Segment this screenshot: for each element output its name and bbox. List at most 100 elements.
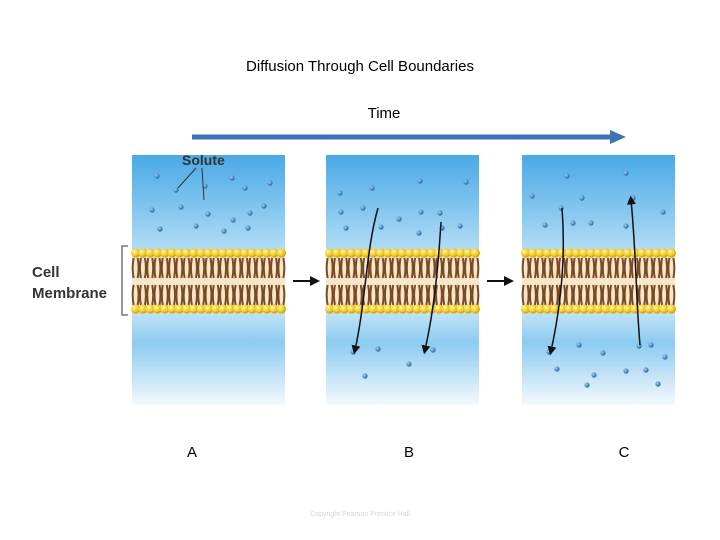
lipid-head <box>152 304 163 314</box>
lipid-tail <box>652 257 656 279</box>
lipid-tail <box>391 284 395 306</box>
lipid-tail <box>572 257 576 279</box>
lipid-tail <box>461 284 465 306</box>
lipid-head <box>218 304 228 314</box>
lipid-tail <box>131 284 135 306</box>
lipid-tail <box>138 257 142 279</box>
solute-particle <box>406 361 412 367</box>
lipid-tail <box>464 257 468 279</box>
lipid-head <box>572 248 582 258</box>
lipid-head <box>586 304 596 314</box>
lipid-head <box>412 248 422 258</box>
lipid-tail <box>381 257 385 279</box>
lipid-head <box>339 248 349 258</box>
lipid-head <box>623 248 633 258</box>
lipid-tail <box>282 257 286 279</box>
solute-label: Solute <box>182 152 225 168</box>
lipid-tail <box>650 257 654 279</box>
lipid-tail <box>187 284 191 306</box>
lipid-tail <box>410 284 414 306</box>
lipid-tail <box>599 257 603 279</box>
lipid-tail <box>587 284 591 306</box>
lipid-tail <box>599 284 603 306</box>
lipid-head <box>138 304 148 314</box>
solute-particle <box>660 209 666 215</box>
lipid-tail <box>442 257 446 279</box>
lipid-head <box>470 304 480 314</box>
solute-particle <box>245 225 251 231</box>
lipid-tail <box>439 284 443 306</box>
lipid-tail <box>447 284 451 306</box>
lipid-tail <box>665 284 669 306</box>
solute-particle <box>157 226 163 232</box>
lipid-tail <box>362 257 366 279</box>
lipid-tail <box>158 284 162 306</box>
lipid-head <box>138 248 148 258</box>
lipid-tail <box>153 284 157 306</box>
lipid-tail <box>528 284 532 306</box>
lipid-bilayer <box>522 256 675 306</box>
lipid-head <box>456 304 466 314</box>
lipid-tail <box>652 284 656 306</box>
lipid-head <box>579 248 589 258</box>
lipid-tail <box>660 284 664 306</box>
lipid-tail <box>168 257 172 279</box>
lipid-head <box>448 304 459 314</box>
lipid-tail <box>550 284 554 306</box>
lipid-tail <box>189 257 193 279</box>
lipid-head <box>521 248 531 258</box>
lipid-tail <box>138 284 142 306</box>
solute-particle <box>229 175 235 181</box>
lipid-tail <box>151 284 155 306</box>
lipid-tail <box>543 257 547 279</box>
lipid-head <box>189 248 199 258</box>
lipid-tail <box>381 284 385 306</box>
lipid-tail <box>374 284 378 306</box>
solute-particle <box>149 207 155 213</box>
lipid-head <box>346 304 357 314</box>
lipid-tail <box>275 257 279 279</box>
solute-particle <box>630 195 636 201</box>
solute-particle <box>600 350 606 356</box>
lipid-tail <box>158 257 162 279</box>
lipid-head <box>339 304 349 314</box>
lipid-head <box>666 304 676 314</box>
lipid-tail <box>275 284 279 306</box>
lipid-tail <box>182 257 186 279</box>
lipid-head <box>528 304 538 314</box>
lipid-head <box>557 304 567 314</box>
lipid-head <box>262 248 272 258</box>
cell-membrane-label: Cell Membrane <box>32 262 107 304</box>
solute-particle <box>457 223 463 229</box>
lipid-head <box>521 304 531 314</box>
solute-particle <box>579 195 585 201</box>
lipid-tail <box>345 257 349 279</box>
diffusion-path-arrow <box>547 207 565 356</box>
lipid-tail <box>621 257 625 279</box>
lipid-head <box>346 248 357 258</box>
lipid-tail <box>168 284 172 306</box>
lipid-head <box>579 304 589 314</box>
lipid-head <box>167 248 177 258</box>
lipid-head <box>412 304 422 314</box>
lipid-tail <box>332 257 336 279</box>
lipid-tail <box>359 284 363 306</box>
lipid-head <box>463 304 473 314</box>
solute-particle <box>623 170 629 176</box>
lipid-tail <box>555 257 559 279</box>
solute-particle <box>247 210 253 216</box>
lipid-tail <box>209 257 213 279</box>
lipid-head <box>528 248 538 258</box>
lipid-tail <box>413 284 417 306</box>
lipid-tail <box>427 284 431 306</box>
lipid-tail <box>270 257 274 279</box>
lipid-tail <box>405 284 409 306</box>
solute-particle <box>417 178 423 184</box>
lipid-tail <box>270 284 274 306</box>
lipid-head <box>196 248 206 258</box>
lipid-tail <box>579 284 583 306</box>
lipid-tail <box>391 257 395 279</box>
lipid-tail <box>347 257 351 279</box>
lipid-head <box>550 248 560 258</box>
lipid-tail <box>175 257 179 279</box>
